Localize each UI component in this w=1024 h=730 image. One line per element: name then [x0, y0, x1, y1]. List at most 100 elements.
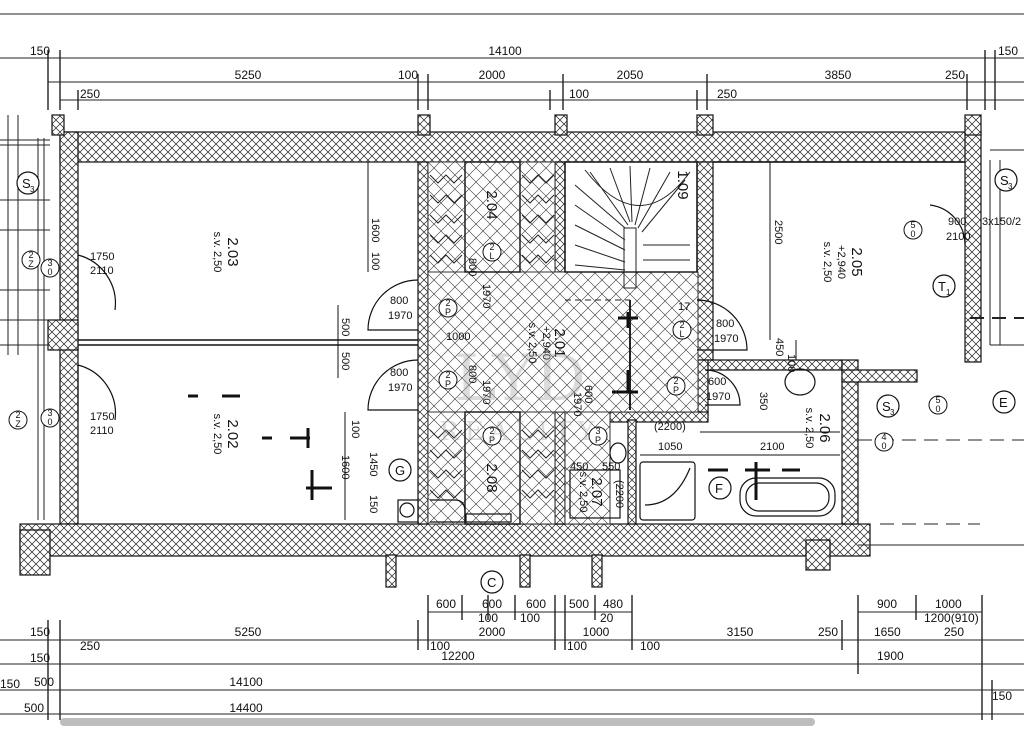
walls	[19, 114, 982, 588]
room-number: 2.05	[848, 247, 865, 276]
door-10-height: 1970	[571, 392, 583, 416]
left-balcony-rails	[0, 115, 50, 520]
dim-1000: 1000	[446, 331, 470, 343]
ref-30-b-bottom: 0	[47, 417, 52, 427]
door-4-width: 800	[390, 367, 408, 379]
dim-1450: 1450	[367, 452, 379, 476]
ref-30-top: 3	[47, 258, 52, 268]
dim-bottom-r3-4: 100	[430, 639, 450, 653]
dim-bottom-r1-5: 480	[603, 597, 623, 611]
t1-marker-sub: 1	[946, 288, 951, 297]
dim-top-4: 2050	[617, 68, 644, 82]
s3-marker-left: S	[22, 176, 31, 191]
dim-2100: 2100	[760, 441, 784, 453]
room-number: 1.09	[674, 170, 691, 199]
dim-bottom-r2-1: 100	[478, 611, 498, 625]
dim-bottom-r5-2: 500	[34, 675, 54, 689]
door-3-height: 1970	[388, 310, 412, 322]
room-2-04: 2.04	[483, 190, 500, 219]
window-note: 3x150/2	[982, 216, 1021, 228]
dim-left-edge-top: 150	[30, 44, 50, 58]
g-marker: G	[395, 463, 405, 478]
dim-top-1: 5250	[235, 68, 262, 82]
room-ceiling-height: s.v. 2,50	[577, 472, 589, 513]
top-dimensions	[0, 50, 1024, 110]
door-2-height: 2110	[90, 425, 114, 437]
room-number: 2.07	[588, 477, 605, 506]
dim-top-row3-1: 250	[80, 87, 100, 101]
dim-overall-top: 14100	[488, 44, 522, 58]
door-4-height: 1970	[388, 382, 412, 394]
room-outlines	[78, 161, 965, 525]
dim-bottom-r1-2: 600	[482, 597, 502, 611]
ref-2z-bottom: Z	[28, 259, 34, 269]
door-6-width: 600	[708, 376, 726, 388]
dim-bottom-r3-7: 1000	[583, 625, 610, 639]
bottom-dimensions	[0, 595, 1024, 720]
ref-30-bottom: 0	[47, 267, 52, 277]
s3-marker-right-sub: 3	[1008, 182, 1013, 191]
t1-marker-circle	[932, 274, 956, 298]
room-ceiling-height: s.v. 2,50	[211, 232, 223, 273]
door-2-width: 1750	[90, 411, 114, 423]
ref-2p-c-top: 2	[489, 426, 494, 436]
ref-2p-d-bottom: P	[673, 385, 679, 395]
horizontal-scrollbar[interactable]	[60, 718, 815, 726]
dim-top-5: 3850	[825, 68, 852, 82]
ref-2l-b-top: 2	[679, 320, 684, 330]
dim-bottom-r3-5: 2000	[479, 625, 506, 639]
dim-17: 17	[678, 301, 690, 313]
dim-bottom-r3-12: 250	[944, 625, 964, 639]
dim-bottom-r2-4: 1200(910)	[924, 611, 979, 625]
door-1-height: 2110	[90, 265, 114, 277]
ref-2p-b-top: 2	[445, 370, 450, 380]
f-marker-circle	[708, 476, 732, 500]
room-ceiling-height: s.v. 2,50	[211, 414, 223, 455]
c-marker: C	[487, 575, 496, 590]
door-1-width: 1750	[90, 251, 114, 263]
ref-40-top: 4	[881, 432, 886, 442]
dim-1600-lower: 1600	[339, 455, 351, 479]
dim-bottom-r2-2: 100	[520, 611, 540, 625]
s3-marker-mid: S	[882, 399, 891, 414]
ref-2p-d-top: 2	[673, 376, 678, 386]
ref-50-b-bottom: 0	[935, 404, 940, 414]
ref-3p-top: 3	[595, 426, 600, 436]
ref-2l-bottom: L	[489, 251, 494, 261]
room-number: 2.08	[483, 463, 500, 492]
dim-450: 450	[773, 338, 785, 356]
dim-bottom-r4-3: 1900	[877, 649, 904, 663]
door-7-width: 900	[948, 216, 966, 228]
ref-50-b-top: 5	[935, 395, 940, 405]
door-3-width: 800	[390, 295, 408, 307]
door-9-width: 800	[466, 365, 478, 383]
dim-100-lower: 100	[349, 420, 361, 438]
dim-top-6: 250	[945, 68, 965, 82]
door-5-height: 1970	[714, 333, 738, 345]
ref-50-bottom: 0	[910, 229, 915, 239]
dim-bottom-right-edge: 150	[992, 689, 1012, 703]
dim-bottom-r4-1: 150	[30, 651, 50, 665]
room-ceiling-height: s.v. 2,50	[803, 408, 815, 449]
dim-100-c: 100	[785, 354, 797, 372]
dim-150: 150	[367, 495, 379, 513]
door-8-height: 1970	[480, 284, 492, 308]
dim-bottom-r3-8: 100	[640, 639, 660, 653]
dim-top-2: 100	[398, 68, 418, 82]
dim-100-upper: 100	[369, 252, 381, 270]
door-6-height: 1970	[706, 391, 730, 403]
dim-bottom-r3-6: 100	[567, 639, 587, 653]
g-marker-circle	[388, 458, 412, 482]
dim-2200-b: (2200	[613, 480, 625, 508]
ref-2z-b-bottom: Z	[15, 419, 21, 429]
ref-40-bottom: 0	[881, 441, 886, 451]
ref-2l-b-bottom: L	[679, 329, 684, 339]
wardrobes	[429, 174, 555, 499]
dim-bottom-r3-9: 3150	[727, 625, 754, 639]
c-marker-circle	[480, 570, 504, 594]
ref-30-b-top: 3	[47, 408, 52, 418]
s3-marker-mid-sub: 3	[890, 408, 895, 417]
dim-bottom-r6-1: 500	[24, 701, 44, 715]
dim-1050: 1050	[658, 441, 682, 453]
ref-2p-b-bottom: P	[445, 379, 451, 389]
